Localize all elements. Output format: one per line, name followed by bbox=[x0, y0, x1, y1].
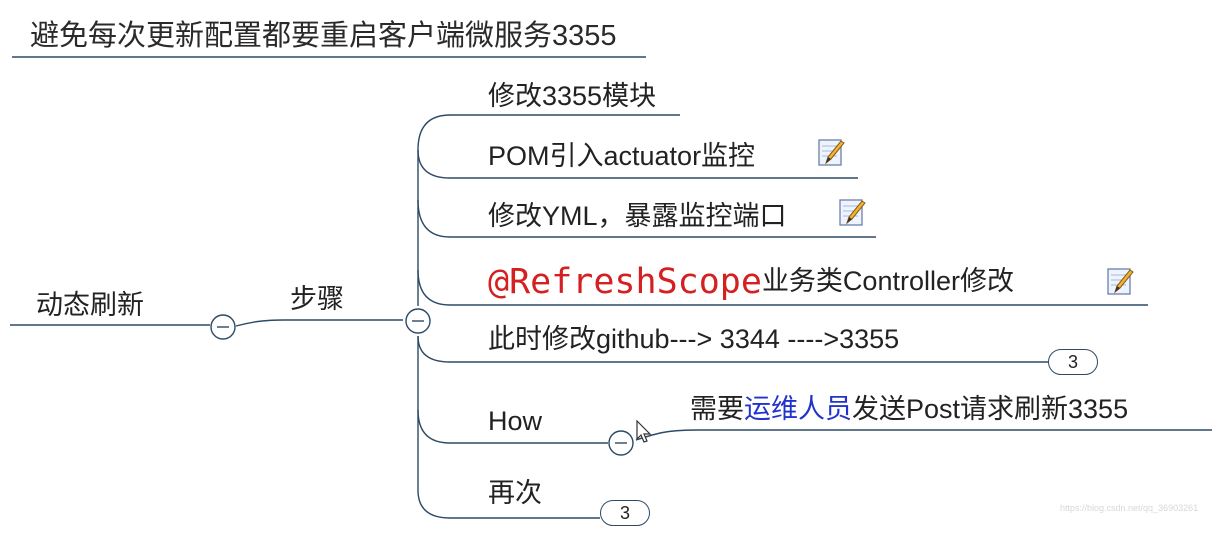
branch-modify-yml-label: 修改YML，暴露监控端口 bbox=[488, 201, 787, 231]
branch-modify-module[interactable]: 修改3355模块 bbox=[488, 81, 657, 111]
how-child-node[interactable]: 需要运维人员发送Post请求刷新3355 bbox=[690, 396, 1128, 423]
branch-4-connector bbox=[417, 269, 1148, 306]
note-pencil-icon[interactable] bbox=[1106, 266, 1134, 296]
note-pencil-icon[interactable] bbox=[838, 197, 866, 227]
how-child-connector bbox=[635, 429, 1212, 441]
branch-again[interactable]: 再次 bbox=[488, 478, 542, 508]
branch-pom-actuator-label: POM引入actuator监控 bbox=[488, 141, 756, 171]
branch-how[interactable]: How bbox=[488, 406, 543, 436]
branch-refresh-scope[interactable]: @RefreshScope业务类Controller修改 bbox=[488, 262, 1014, 300]
collapsed-count-badge[interactable]: 3 bbox=[600, 500, 650, 526]
branch-2-connector bbox=[417, 149, 858, 179]
collapse-circle-icon[interactable] bbox=[208, 312, 238, 342]
watermark: https://blog.csdn.net/qq_36903261 bbox=[1060, 503, 1199, 513]
refresh-scope-code: @RefreshScope bbox=[488, 262, 762, 302]
branch-1-connector bbox=[417, 114, 680, 306]
collapsed-count-badge[interactable]: 3 bbox=[1048, 349, 1098, 375]
branch-refresh-scope-label: 业务类Controller修改 bbox=[761, 266, 1014, 296]
branch-github-flow[interactable]: 此时修改github---> 3344 ---->3355 bbox=[488, 324, 900, 354]
note-pencil-icon[interactable] bbox=[817, 137, 845, 167]
mouse-cursor-icon bbox=[636, 420, 652, 443]
branch-modify-yml[interactable]: 修改YML，暴露监控端口 bbox=[488, 203, 787, 230]
step-node[interactable]: 步骤 bbox=[290, 284, 344, 314]
page-title: 避免每次更新配置都要重启客户端微服务3355 bbox=[30, 20, 617, 52]
how-child-prefix: 需要 bbox=[690, 394, 744, 424]
branch-7-connector bbox=[417, 410, 600, 519]
collapse-circle-icon[interactable] bbox=[403, 306, 433, 336]
root-step-connector bbox=[235, 319, 403, 327]
root-node[interactable]: 动态刷新 bbox=[36, 290, 144, 320]
collapse-circle-icon[interactable] bbox=[606, 428, 636, 458]
branch-3-connector bbox=[417, 199, 876, 238]
branch-pom-actuator[interactable]: POM引入actuator监控 bbox=[488, 143, 755, 170]
how-child-suffix: 发送Post请求刷新3355 bbox=[852, 394, 1129, 424]
how-child-highlight: 运维人员 bbox=[744, 394, 852, 424]
